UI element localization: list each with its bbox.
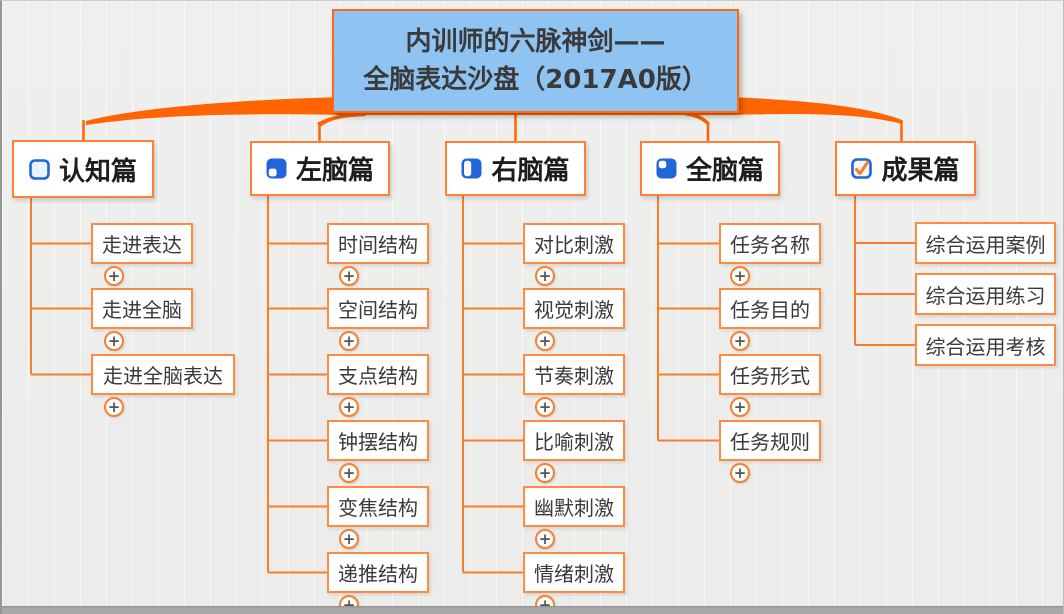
subtopic-node[interactable]: 幽默刺激 [523, 486, 625, 527]
subtopic-label: 走进全脑 [102, 298, 182, 322]
subtopic-node[interactable]: 节奏刺激 [523, 354, 625, 395]
subtopic-label: 幽默刺激 [534, 496, 614, 520]
expand-button[interactable]: + [339, 266, 359, 286]
subtopic-label: 综合运用考核 [925, 334, 1046, 359]
task-progress-half-icon [461, 158, 482, 179]
expand-button[interactable]: + [535, 266, 555, 286]
expand-button[interactable]: + [339, 463, 359, 483]
bottom-window-edge [2, 606, 1063, 614]
subtopic-node[interactable]: 时间结构 [327, 223, 429, 264]
subtopic-label: 空间结构 [338, 298, 418, 322]
expand-button[interactable]: + [535, 331, 555, 351]
expand-button[interactable]: + [535, 397, 555, 417]
main-topic-label: 全脑篇 [685, 156, 764, 186]
subtopic-label: 综合运用案例 [925, 232, 1046, 257]
subtopic-label: 综合运用练习 [925, 283, 1046, 308]
subtopic-node[interactable]: 综合运用案例 [915, 222, 1056, 264]
subtopic-node[interactable]: 走进表达 [91, 223, 193, 264]
ribbon-branch-2 [317, 111, 366, 127]
main-topic-3[interactable]: 右脑篇 [445, 141, 586, 196]
subtopic-node[interactable]: 走进全脑 [91, 288, 193, 329]
task-progress-quarter-icon [266, 158, 287, 179]
subtopic-connectors [30, 196, 915, 574]
ribbon-branch-1 [86, 97, 342, 125]
subtopic-label: 任务规则 [730, 430, 810, 454]
subtopic-label: 任务名称 [730, 233, 810, 257]
subtopic-label: 对比刺激 [534, 233, 614, 257]
main-topic-label: 认知篇 [58, 156, 137, 187]
subtopic-node[interactable]: 任务名称 [719, 223, 821, 264]
expand-button[interactable]: + [730, 331, 750, 351]
subtopic-node[interactable]: 任务目的 [719, 288, 821, 329]
expand-button[interactable]: + [730, 266, 750, 286]
main-topic-5[interactable]: 成果篇 [835, 141, 976, 196]
main-topic-1[interactable]: 认知篇 [12, 140, 154, 198]
central-topic-title-line1: 内训师的六脉神剑—— [405, 27, 666, 57]
subtopic-label: 视觉刺激 [534, 298, 614, 322]
subtopic-label: 时间结构 [338, 233, 418, 257]
subtopic-label: 钟摆结构 [338, 430, 418, 454]
subtopic-node[interactable]: 支点结构 [327, 354, 429, 395]
expand-button[interactable]: + [535, 529, 555, 549]
subtopic-node[interactable]: 情绪刺激 [523, 552, 625, 593]
expand-button[interactable]: + [535, 463, 555, 483]
subtopic-node[interactable]: 变焦结构 [327, 486, 429, 527]
main-topic-label: 左脑篇 [295, 156, 374, 186]
central-topic[interactable]: 内训师的六脉神剑—— 全脑表达沙盘（2017A0版） [332, 9, 739, 113]
main-topic-4[interactable]: 全脑篇 [640, 141, 780, 196]
expand-button[interactable]: + [339, 397, 359, 417]
subtopic-label: 走进表达 [102, 233, 182, 257]
subtopic-node[interactable]: 对比刺激 [523, 223, 625, 264]
subtopic-label: 任务形式 [730, 364, 810, 388]
subtopic-label: 变焦结构 [338, 496, 418, 520]
expand-button[interactable]: + [339, 331, 359, 351]
task-progress-0-icon [29, 158, 50, 180]
expand-button[interactable]: + [730, 463, 750, 483]
subtopic-node[interactable]: 综合运用练习 [915, 273, 1056, 315]
subtopic-label: 节奏刺激 [534, 364, 614, 388]
subtopic-label: 比喻刺激 [534, 430, 614, 454]
subtopic-label: 支点结构 [338, 364, 418, 388]
main-topic-2[interactable]: 左脑篇 [250, 141, 390, 196]
central-topic-title-line2: 全脑表达沙盘（2017A0版） [363, 65, 708, 95]
task-progress-threequarter-icon [656, 158, 677, 179]
subtopic-node[interactable]: 走进全脑表达 [91, 354, 235, 395]
subtopic-node[interactable]: 任务规则 [719, 420, 821, 461]
subtopic-label: 走进全脑表达 [103, 364, 223, 388]
expand-button[interactable]: + [104, 331, 124, 351]
main-topic-label: 成果篇 [881, 156, 960, 186]
main-topic-label: 右脑篇 [491, 156, 570, 186]
subtopic-label: 情绪刺激 [534, 562, 614, 586]
subtopic-label: 递推结构 [338, 562, 418, 586]
expand-button[interactable]: + [104, 397, 124, 417]
subtopic-node[interactable]: 比喻刺激 [523, 420, 625, 461]
task-done-check-icon [851, 158, 873, 179]
subtopic-node[interactable]: 钟摆结构 [327, 420, 429, 461]
branch-stems [82, 113, 903, 142]
subtopic-node[interactable]: 递推结构 [327, 552, 429, 593]
subtopic-label: 任务目的 [730, 298, 810, 322]
subtopic-node[interactable]: 综合运用考核 [915, 324, 1056, 366]
expand-button[interactable]: + [339, 529, 359, 549]
subtopic-node[interactable]: 视觉刺激 [523, 288, 625, 329]
subtopic-node[interactable]: 空间结构 [327, 288, 429, 329]
ribbon-branch-5 [730, 97, 902, 124]
ribbon-branch-4 [684, 111, 710, 125]
expand-button[interactable]: + [730, 397, 750, 417]
subtopic-node[interactable]: 任务形式 [719, 354, 821, 395]
expand-button[interactable]: + [104, 266, 124, 286]
